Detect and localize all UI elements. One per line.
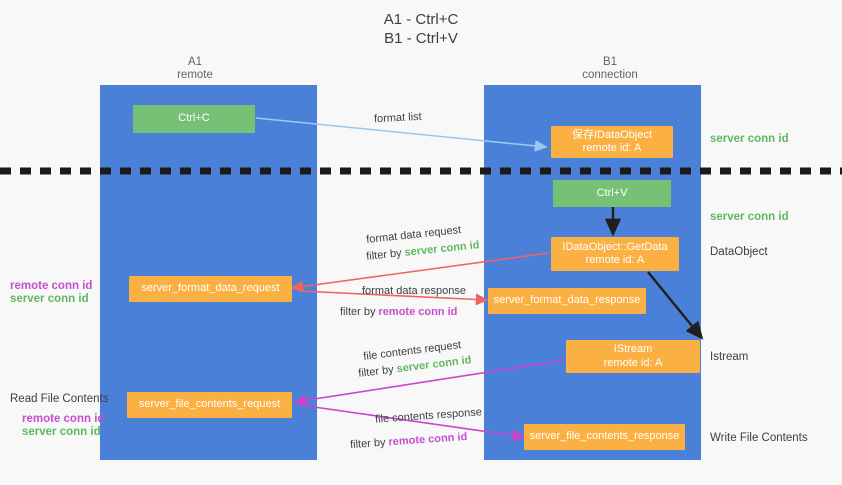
edge-label-format-list: format list <box>374 110 422 126</box>
right-label-server-conn-id-mid: server conn id <box>710 211 789 223</box>
box-save-idataobject[interactable]: 保存IDataObject remote id: A <box>551 126 673 158</box>
box-ctrl-c[interactable]: Ctrl+C <box>133 105 255 133</box>
edge-label-format-data-response-text: format data response <box>362 285 466 297</box>
filter-value-server-conn-id: server conn id <box>403 239 481 259</box>
right-label-dataobject: DataObject <box>710 246 768 258</box>
box-ctrl-v[interactable]: Ctrl+V <box>553 180 671 207</box>
filter-prefix: filter by <box>365 246 406 263</box>
edge-label-file-contents-response-filter: filter by remote conn id <box>350 430 468 452</box>
right-label-server-conn-id-top: server conn id <box>710 133 789 145</box>
filter-value-remote-conn-id: remote conn id <box>378 306 458 318</box>
filter-prefix: filter by <box>340 306 379 318</box>
filter-prefix: filter by <box>357 363 398 380</box>
right-label-istream: Istream <box>710 351 749 363</box>
left-label-read-file-contents: Read File Contents <box>10 393 109 405</box>
box-server-format-data-response[interactable]: server_format_data_response <box>488 288 646 314</box>
edge-label-format-data-response: format data response <box>362 284 466 298</box>
left-label-server-conn-id-2: server conn id <box>22 426 101 438</box>
box-server-file-contents-response[interactable]: server_file_contents_response <box>524 424 685 450</box>
left-label-remote-conn-id-1: remote conn id <box>10 280 93 292</box>
column-header-b1: B1 connection <box>582 56 638 81</box>
filter-prefix: filter by <box>349 436 389 452</box>
box-server-file-contents-request[interactable]: server_file_contents_request <box>127 392 292 418</box>
column-header-a1: A1 remote <box>177 56 213 81</box>
left-label-remote-conn-id-2: remote conn id <box>22 413 105 425</box>
box-server-format-data-request[interactable]: server_format_data_request <box>129 276 292 302</box>
right-label-write-file-contents: Write File Contents <box>710 432 808 444</box>
edge-label-file-contents-response-text: file contents response <box>374 406 483 426</box>
box-idataobject-getdata[interactable]: IDataObject::GetData remote id: A <box>551 237 679 271</box>
box-istream[interactable]: IStream remote id: A <box>566 340 700 373</box>
left-label-server-conn-id-1: server conn id <box>10 293 89 305</box>
edge-label-file-contents-response: file contents response <box>375 405 483 426</box>
edge-label-format-list-text: format list <box>373 110 422 126</box>
edge-label-format-data-response-filter: filter by remote conn id <box>340 305 457 319</box>
filter-value-remote-conn-id: remote conn id <box>388 430 468 449</box>
page-title: A1 - Ctrl+C B1 - Ctrl+V <box>383 11 459 47</box>
